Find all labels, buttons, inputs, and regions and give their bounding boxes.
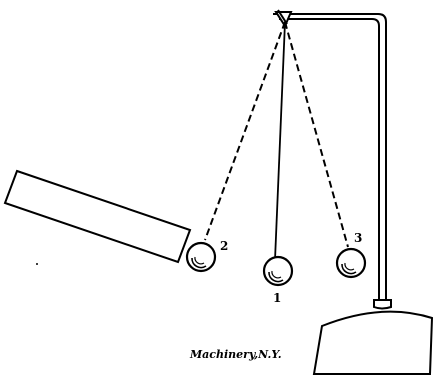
- tilted-block: [3, 169, 192, 264]
- ball-3: [335, 247, 367, 279]
- stand-base: [312, 299, 433, 375]
- string-1-solid: [274, 21, 286, 261]
- stand-frame: [273, 13, 387, 300]
- ball-label-1: 1: [273, 291, 281, 305]
- ball-2: [185, 241, 217, 273]
- credit-caption: Machinery,N.Y.: [189, 348, 282, 361]
- string-3-dashed: [284, 21, 349, 248]
- pivot-clip: [274, 9, 293, 29]
- ball-1: [262, 255, 294, 287]
- ball-label-3: 3: [354, 231, 362, 245]
- speck: [36, 263, 38, 265]
- ball-label-2: 2: [220, 239, 228, 253]
- string-2-dashed: [204, 21, 286, 241]
